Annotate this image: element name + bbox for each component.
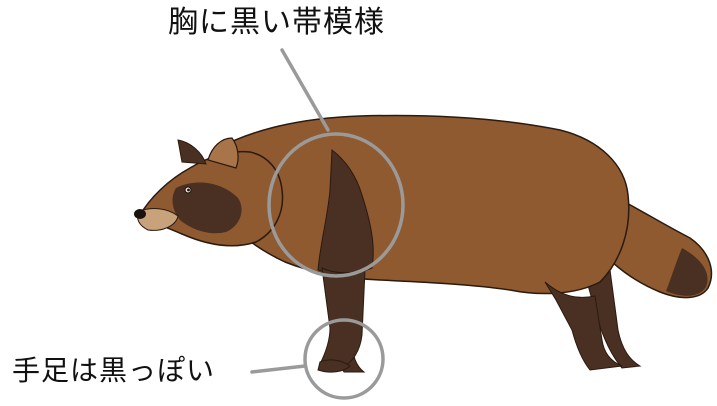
callout-line-chest: [280, 48, 330, 132]
legs-label: 手足は黒っぽい: [12, 354, 216, 387]
ear-back: [177, 139, 207, 165]
callout-circle-legs: [303, 318, 385, 400]
pupil: [187, 188, 190, 192]
callout-line-legs: [250, 364, 307, 374]
face-mask: [172, 182, 242, 234]
chest-band: [317, 149, 374, 275]
nose: [134, 209, 146, 219]
muzzle: [137, 208, 179, 231]
near-hind-leg: [544, 281, 623, 371]
ear-front: [207, 137, 239, 169]
chest-band-label: 胸に黒い帯模様: [168, 5, 385, 40]
tail-tip: [666, 248, 708, 296]
callout-circle-chest: [267, 132, 405, 278]
near-front-paw: [317, 359, 351, 373]
